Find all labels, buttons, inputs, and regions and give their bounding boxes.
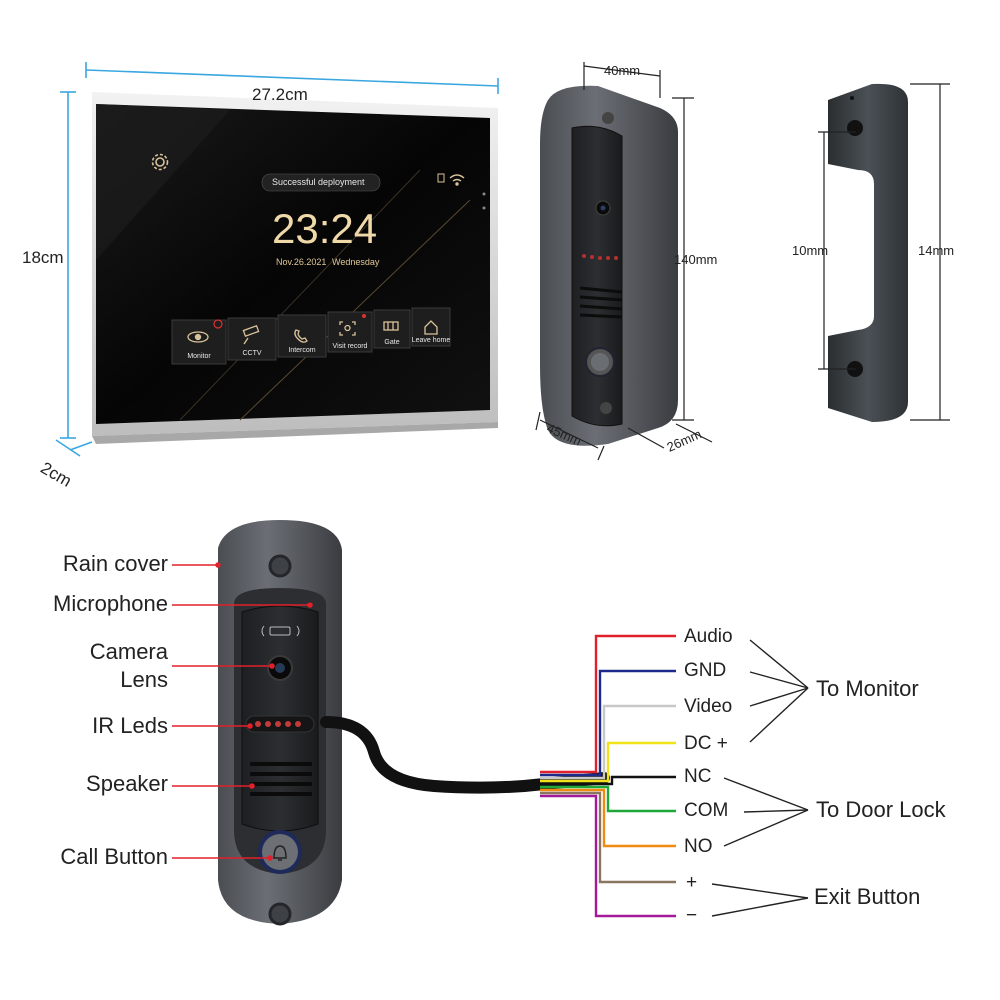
rfid-icon <box>261 625 300 637</box>
doorbell-dimensions <box>535 62 713 461</box>
screw-hole <box>600 402 612 414</box>
wire-label-audio: Audio <box>684 626 733 647</box>
doorbell-front-panel <box>571 125 623 427</box>
eye-icon-pupil <box>194 333 202 341</box>
bracket-hole <box>847 120 863 136</box>
screw-bottom <box>268 902 292 926</box>
wire-0 <box>540 634 676 774</box>
sd-card-icon <box>437 173 445 183</box>
wire-label-dc: DC + <box>684 733 728 754</box>
label-rain-cover: Rain cover <box>62 551 168 576</box>
phone-icon <box>294 329 308 343</box>
doorbell-height-label: 140mm <box>674 252 718 267</box>
bracket-inner-label: 10mm <box>792 243 829 258</box>
screen-decor-line <box>179 169 421 421</box>
wire-label-minus: − <box>686 905 698 926</box>
monitor-alert-badge <box>213 319 223 329</box>
bracket-dimensions <box>818 83 950 421</box>
monitor-width-label: 27.2cm <box>252 85 308 104</box>
gate-icon <box>383 321 399 331</box>
cctv-camera-icon <box>242 324 260 345</box>
doorbell-top-view <box>540 85 678 446</box>
group-braces <box>711 639 809 917</box>
wire-label-plus: + <box>686 872 698 893</box>
wire-7 <box>540 791 676 884</box>
menu-tile-visit-record[interactable] <box>327 311 373 353</box>
menu-label-monitor: Monitor <box>187 353 211 360</box>
label-speaker: Speaker <box>86 771 168 796</box>
bell-icon <box>273 845 287 861</box>
menu-tile-cctv[interactable] <box>227 317 277 361</box>
label-camera-lens: Camera Lens <box>89 639 168 692</box>
mounting-bracket <box>828 83 908 423</box>
clock-weekday: Wednesday <box>332 257 380 267</box>
wire-label-gnd: GND <box>684 660 727 681</box>
screen-decor-line <box>239 199 471 421</box>
menu-tile-leave-home[interactable] <box>411 307 451 347</box>
indicator-led <box>482 206 486 210</box>
clock-date: Nov.26.2021 <box>276 257 327 267</box>
indicator-led <box>482 192 486 196</box>
group-label-monitor: To Monitor <box>816 676 919 701</box>
menu-label-leave-home: Leave home <box>411 337 451 344</box>
wifi-icon <box>449 174 465 186</box>
screen-decor-shape <box>96 104 230 260</box>
camera-lens-inner <box>600 205 606 211</box>
speaker-grille <box>250 762 312 796</box>
clock-time: 23:24 <box>272 205 378 252</box>
menu-label-intercom: Intercom <box>288 347 316 354</box>
wire-label-nc: NC <box>684 766 712 787</box>
wire-5 <box>540 785 676 813</box>
face-scan-icon <box>339 321 356 336</box>
wire-6 <box>540 788 676 848</box>
wire-label-no: NO <box>684 836 713 857</box>
menu-tile-gate[interactable] <box>373 309 411 349</box>
speaker-grille-top <box>579 286 623 319</box>
wire-3 <box>540 741 676 783</box>
wire-bundle <box>540 634 676 918</box>
doorbell-labelled <box>218 520 342 926</box>
bell-icon <box>591 353 609 371</box>
wire-4 <box>540 775 676 786</box>
camera-lens-glass <box>275 663 285 673</box>
screen-menu <box>171 307 451 365</box>
menu-label-cctv: CCTV <box>242 350 262 357</box>
home-icon <box>424 320 438 335</box>
label-microphone: Microphone <box>53 591 168 616</box>
monitor-bottom-edge <box>92 422 498 444</box>
depth-dimension-line <box>55 439 81 457</box>
status-pill <box>261 173 381 192</box>
part-leaders <box>172 562 313 861</box>
menu-tile-intercom[interactable] <box>277 314 327 358</box>
monitor <box>92 92 498 444</box>
bracket-body <box>828 83 908 423</box>
wire-8 <box>540 794 676 918</box>
group-label-exit-button: Exit Button <box>814 884 921 909</box>
screw-top <box>268 554 292 578</box>
eye-icon <box>187 331 209 343</box>
monitor-height-label: 18cm <box>22 248 64 267</box>
doorbell-width-label: 40mm <box>604 63 641 78</box>
wire-label-com: COM <box>684 800 729 821</box>
group-label-door-lock: To Door Lock <box>816 797 946 822</box>
label-ir-leds: IR Leds <box>92 713 168 738</box>
screw-hole <box>602 112 614 124</box>
label-call-button: Call Button <box>60 844 168 869</box>
wire-label-video: Video <box>684 696 733 717</box>
wire-2 <box>540 704 676 780</box>
status-text: Successful deployment <box>272 177 365 187</box>
width-dimension-line <box>85 69 499 87</box>
call-button[interactable] <box>262 834 298 870</box>
ir-leds <box>255 721 301 727</box>
bracket-outer-label: 14mm <box>918 243 955 258</box>
doorbell-cable <box>320 716 610 794</box>
wire-1 <box>540 669 676 777</box>
ir-leds-top <box>582 254 618 260</box>
menu-label-visit-record: Visit record <box>332 343 368 350</box>
visit-record-badge <box>362 314 366 318</box>
gear-icon[interactable] <box>151 153 169 171</box>
monitor-dimensions <box>55 62 499 457</box>
menu-label-gate: Gate <box>384 339 400 346</box>
